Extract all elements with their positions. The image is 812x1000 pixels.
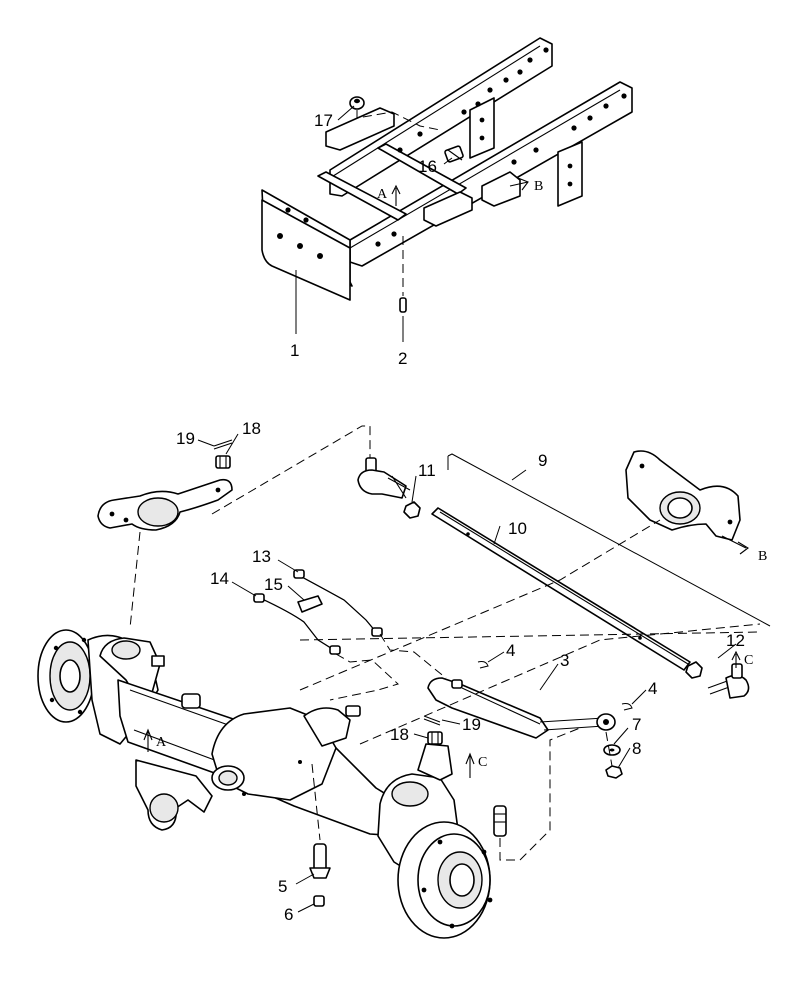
castle-nut-18-top xyxy=(215,455,231,469)
callout-14: 14 xyxy=(210,569,229,588)
reference-c-axle: C xyxy=(478,755,487,770)
reference-a-axle: A xyxy=(156,735,167,750)
nut-8 xyxy=(605,765,623,779)
reference-c-right: C xyxy=(744,653,753,668)
callout-9: 9 xyxy=(538,451,547,470)
cotter-pin-4-right xyxy=(621,702,633,711)
differential xyxy=(211,705,361,801)
callout-4-left: 4 xyxy=(506,641,515,660)
nut-11 xyxy=(403,501,421,519)
front-frame-assembly xyxy=(261,37,633,313)
steering-cylinder-3 xyxy=(427,677,616,739)
callout-7: 7 xyxy=(632,715,641,734)
left-knuckle xyxy=(99,637,165,701)
steering-arm xyxy=(97,478,233,531)
callout-6: 6 xyxy=(284,905,293,924)
tie-rod-end-left xyxy=(357,457,411,499)
reference-a-top: A xyxy=(377,187,388,202)
washer-7 xyxy=(603,744,621,756)
callout-18-top: 18 xyxy=(242,419,261,438)
axle-mount-bracket xyxy=(625,450,741,541)
callout-1: 1 xyxy=(290,341,299,360)
hose-14 xyxy=(253,593,341,655)
bolt-16 xyxy=(444,145,464,163)
callout-19-top: 19 xyxy=(176,429,195,448)
callout-3: 3 xyxy=(560,651,569,670)
callout-12: 12 xyxy=(726,631,745,650)
cotter-pin-19-top xyxy=(213,439,233,450)
callout-13: 13 xyxy=(252,547,271,566)
reference-b-top: B xyxy=(534,179,543,194)
callout-19-lower: 19 xyxy=(462,715,481,734)
cotter-pin-4-left xyxy=(477,660,489,669)
axle-bracket-a xyxy=(135,759,213,831)
callout-16: 16 xyxy=(418,157,437,176)
cotter-pin-19-lower xyxy=(423,715,441,726)
callout-8: 8 xyxy=(632,739,641,758)
cylinder-pin xyxy=(493,805,507,837)
callout-4-right: 4 xyxy=(648,679,657,698)
mount-pin-5 xyxy=(309,843,331,879)
callout-18-lower: 18 xyxy=(390,725,409,744)
pin-2 xyxy=(399,297,407,313)
callout-11: 11 xyxy=(418,461,436,480)
hose-13 xyxy=(293,569,383,637)
callout-2: 2 xyxy=(398,349,407,368)
right-wheel-hub xyxy=(397,821,493,939)
grease-fitting-6 xyxy=(313,895,325,907)
callout-15: 15 xyxy=(264,575,283,594)
callout-17: 17 xyxy=(314,111,333,130)
nut-12 xyxy=(685,661,703,679)
tie-rod-10 xyxy=(431,507,691,671)
castle-nut-18-lower xyxy=(427,731,443,745)
reference-b-bracket: B xyxy=(758,549,767,564)
callout-10: 10 xyxy=(508,519,527,538)
callout-5: 5 xyxy=(278,877,287,896)
tie-rod-end-right xyxy=(707,663,750,699)
clip-15 xyxy=(297,595,323,613)
